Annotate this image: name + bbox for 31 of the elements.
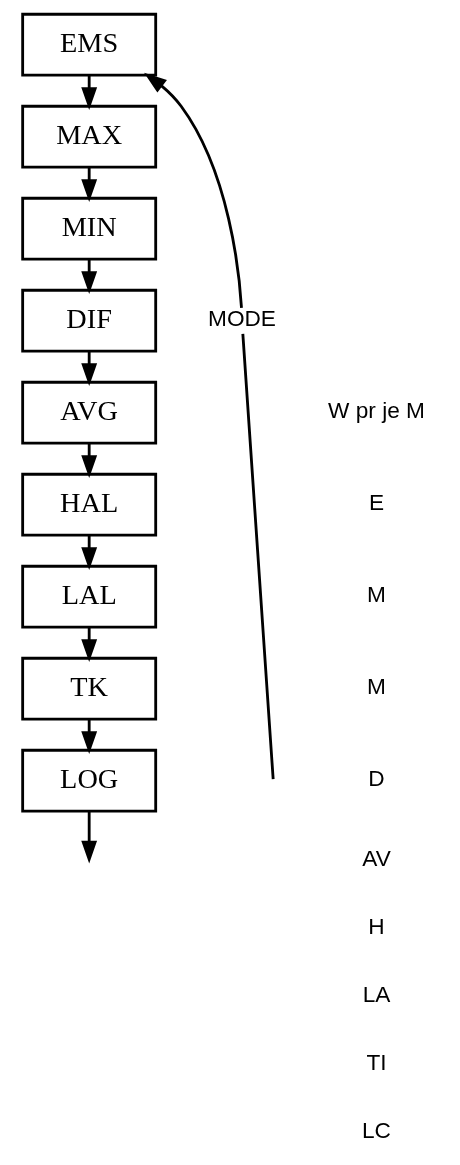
label: M [367, 674, 386, 700]
node-box: MIN [21, 196, 158, 261]
node-box: LOG [21, 748, 158, 813]
arrow [81, 259, 98, 294]
node-text: MODE [208, 306, 276, 332]
arrow [81, 443, 98, 478]
label: LC [362, 1117, 391, 1143]
arrow [144, 72, 243, 308]
label: E [368, 490, 385, 516]
arrow [81, 719, 98, 754]
arrow [81, 627, 98, 662]
node-box: DIF [21, 288, 158, 353]
label: M [367, 582, 386, 608]
label: H [368, 913, 385, 939]
arrow [81, 75, 98, 110]
node-box: MAX [21, 104, 158, 169]
arrow [81, 535, 98, 570]
arrow [81, 811, 98, 864]
label: W pr je M [328, 398, 425, 424]
connector [241, 333, 275, 780]
node-box: HAL [21, 472, 158, 537]
node-box: EMS [21, 12, 158, 77]
label: AV [362, 845, 391, 871]
node-box: AVG [21, 380, 158, 445]
node-box: LAL [21, 564, 158, 629]
label: TI [366, 1049, 387, 1075]
label: LA [362, 981, 391, 1007]
label: D [368, 766, 385, 792]
arrow [81, 167, 98, 202]
arrow [81, 351, 98, 386]
node-box: TK [21, 656, 158, 721]
